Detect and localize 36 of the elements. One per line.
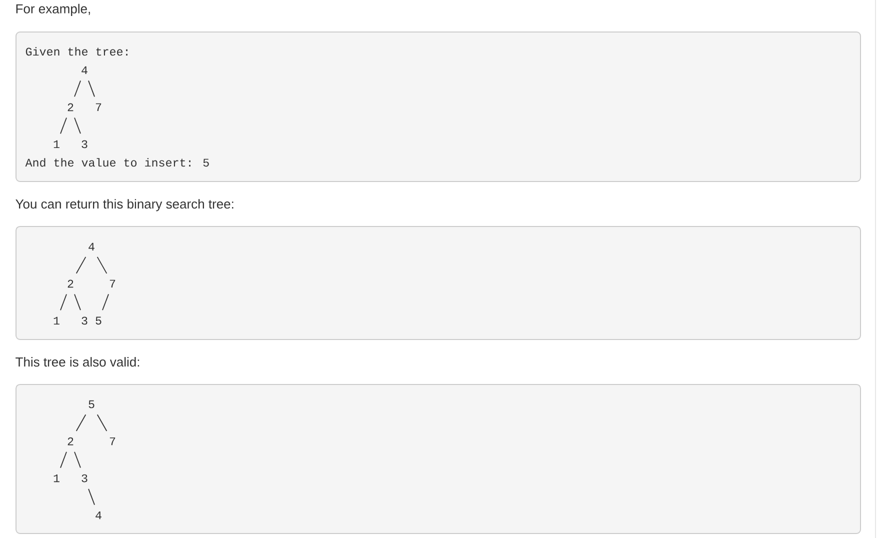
branch-line [76, 256, 86, 274]
tree-number: 2 [68, 280, 74, 288]
tree-number: 2 [68, 103, 74, 112]
branch-line [96, 414, 108, 432]
tree-number: 3 [82, 316, 88, 325]
tree-number: 4 [88, 242, 94, 251]
heading: You can return this binary search tree: [16, 199, 234, 212]
branch-line [76, 414, 86, 432]
tree-number: 7 [110, 437, 116, 446]
tree-number: 1 [54, 316, 60, 325]
tree-number: 7 [110, 280, 116, 288]
paragraph-text: For example, [16, 4, 90, 16]
code-text: Given the tree: [26, 47, 128, 56]
branch-line [96, 256, 108, 274]
branch-line [60, 294, 67, 311]
branch-line [102, 294, 109, 311]
heading: This tree is also valid: [16, 357, 140, 367]
tree-number: 1 [54, 474, 60, 482]
tree-number: 5 [96, 316, 102, 325]
branch-line [74, 117, 81, 134]
tree-number: 1 [54, 140, 60, 148]
branch-line [60, 117, 67, 134]
branch-line [88, 80, 95, 98]
tree-number: 3 [82, 140, 88, 148]
tree-number: 3 [82, 474, 88, 482]
branch-line [74, 451, 81, 468]
branch-line [88, 488, 95, 506]
tree-number: 4 [96, 511, 102, 520]
tree-number: 7 [96, 103, 102, 112]
code-text: And the value to insert: 5 [25, 158, 209, 167]
tree-number: 4 [82, 66, 88, 74]
branch-line [74, 294, 81, 311]
tree-number: 5 [88, 400, 94, 408]
branch-line [60, 451, 67, 468]
branch-line [74, 80, 81, 98]
tree-number: 2 [68, 437, 74, 446]
